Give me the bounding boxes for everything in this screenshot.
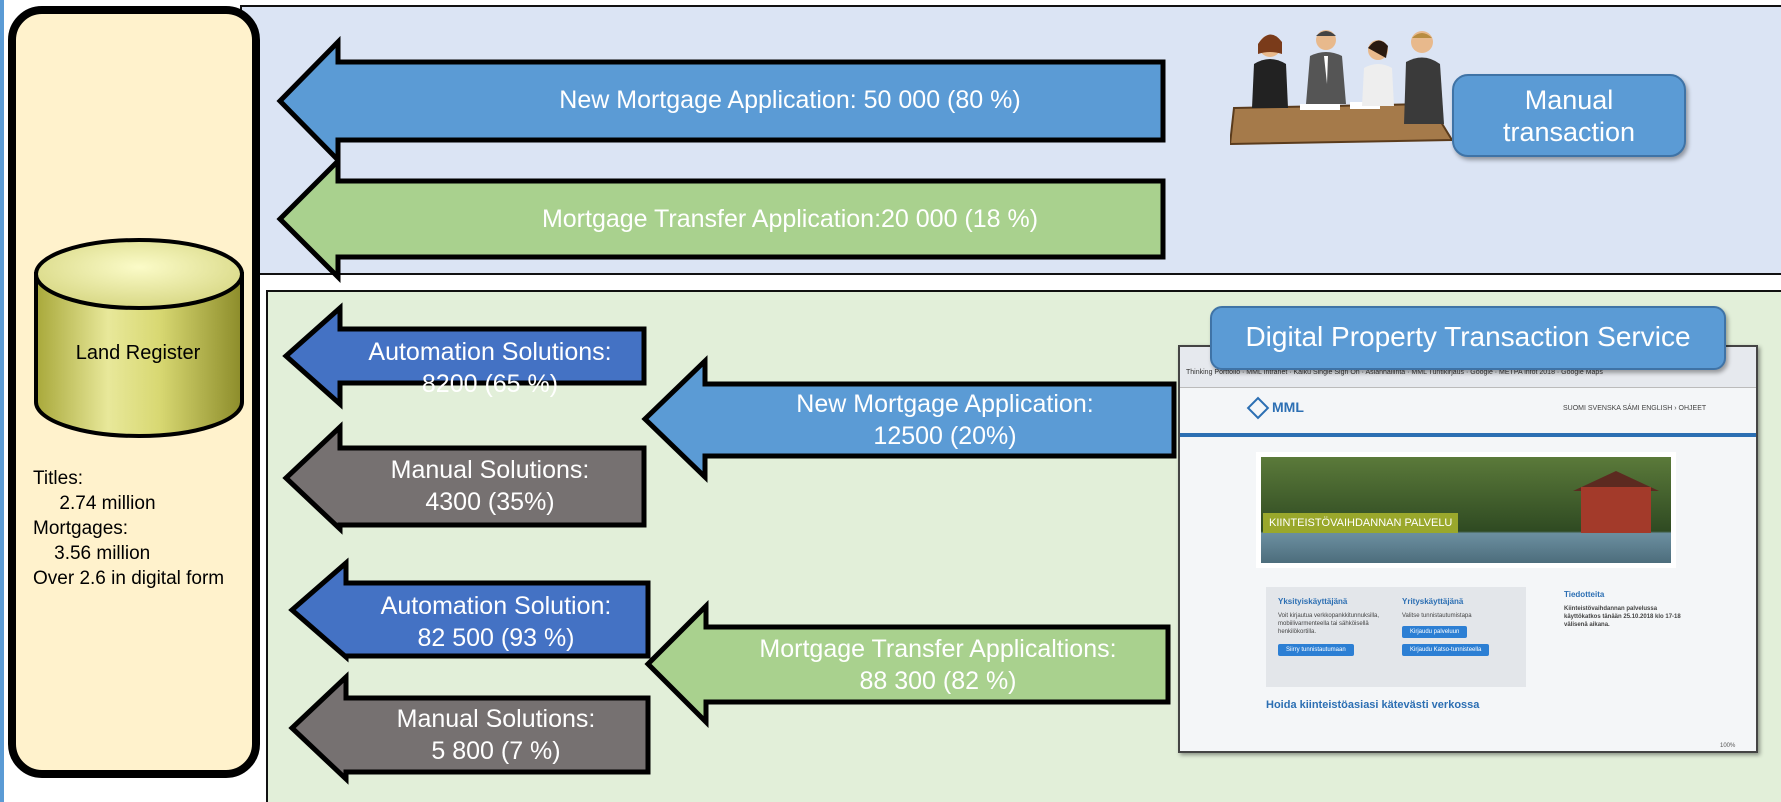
business-meeting-illustration — [1230, 30, 1452, 146]
arrow-manual-new-mortgage-label: New Mortgage Application: 50 000 (80 %) — [559, 86, 1021, 114]
browser-favorites-bar: Thinking Portfolio · MML Intranet · Kaik… — [1186, 369, 1603, 376]
arrow-new-mortgage-manual — [282, 421, 647, 535]
news-item[interactable]: Kiinteistövaihdannan palvelussa käyttöka… — [1564, 606, 1681, 628]
arrow-digital-new-mortgage — [641, 355, 1177, 483]
land-register-label: Land Register — [75, 342, 201, 364]
hero-image: KIINTEISTÖVAIHDANNAN PALVELU — [1256, 452, 1676, 568]
arrow-new-mortgage-automation — [282, 302, 647, 410]
titles-value: 2.74 million — [59, 493, 156, 514]
hero-label: KIINTEISTÖVAIHDANNAN PALVELU — [1263, 513, 1459, 533]
news-title: Tiedotteita — [1564, 590, 1605, 599]
site-main-heading: Hoida kiinteistöasiasi kätevästi verkoss… — [1266, 699, 1480, 711]
arrow-transfer-manual — [288, 671, 651, 785]
mortgages-value: 3.56 million — [54, 543, 151, 564]
site-header-bar — [1180, 433, 1756, 437]
arrow-digital-new-mortgage-label: New Mortgage Application: 12500 (20%) — [796, 390, 1094, 450]
dpts-website-screenshot: Thinking Portfolio · MML Intranet · Kaik… — [1178, 345, 1758, 753]
left-edge-stripe — [0, 0, 4, 802]
arrow-transfer-manual-label: Manual Solutions: 5 800 (7 %) — [396, 705, 596, 765]
logo-icon — [1246, 396, 1270, 420]
house-roof — [1573, 471, 1659, 491]
arrow-transfer-automation — [288, 557, 651, 663]
business-user-title: Yrityskäyttäjänä — [1402, 597, 1464, 606]
red-cottage — [1581, 487, 1651, 533]
private-user-title: Yksityiskäyttäjänä — [1278, 597, 1348, 606]
arrow-new-mortgage-automation-label: Automation Solutions: 8200 (65 %) — [368, 338, 612, 398]
land-register-cylinder — [34, 238, 244, 438]
mortgages-label: Mortgages: — [33, 518, 129, 539]
business-login-button[interactable]: Kirjaudu palveluun — [1402, 626, 1468, 638]
katso-login-button[interactable]: Kirjaudu Katso-tunnisteella — [1402, 644, 1490, 656]
arrow-manual-transfer — [276, 154, 1166, 284]
digital-form-note: Over 2.6 in digital form — [33, 568, 225, 589]
private-login-button[interactable]: Siirry tunnistautumaan — [1278, 644, 1354, 656]
login-card: Yksityiskäyttäjänä Voit kirjautua verkko… — [1266, 587, 1526, 687]
manual-transaction-badge: Manual transaction — [1452, 74, 1686, 157]
site-language-nav[interactable]: SUOMI SVENSKA SÁMI ENGLISH › OHJEET — [1563, 405, 1707, 412]
arrow-digital-transfer-label: Mortgage Transfer Applicaltions: 88 300 … — [759, 635, 1117, 695]
register-statistics: Titles: 2.74 million Mortgages: 3.56 mil… — [33, 466, 224, 591]
titles-label: Titles: — [33, 468, 83, 489]
digital-service-badge: Digital Property Transaction Service — [1210, 306, 1726, 370]
arrow-digital-transfer — [644, 599, 1171, 729]
arrow-manual-new-mortgage — [276, 35, 1166, 167]
private-user-text: Voit kirjautua verkkopankkitunnuksilla, … — [1278, 613, 1380, 635]
arrow-new-mortgage-manual-label: Manual Solutions: 4300 (35%) — [390, 456, 590, 516]
arrow-manual-transfer-label: Mortgage Transfer Application:20 000 (18… — [541, 205, 1039, 233]
business-user-text: Valitse tunnistautumistapa — [1402, 613, 1472, 619]
site-logo: MML — [1246, 396, 1304, 420]
browser-zoom-level[interactable]: 100% — [1720, 743, 1736, 749]
arrow-transfer-automation-label: Automation Solution: 82 500 (93 %) — [380, 592, 612, 652]
